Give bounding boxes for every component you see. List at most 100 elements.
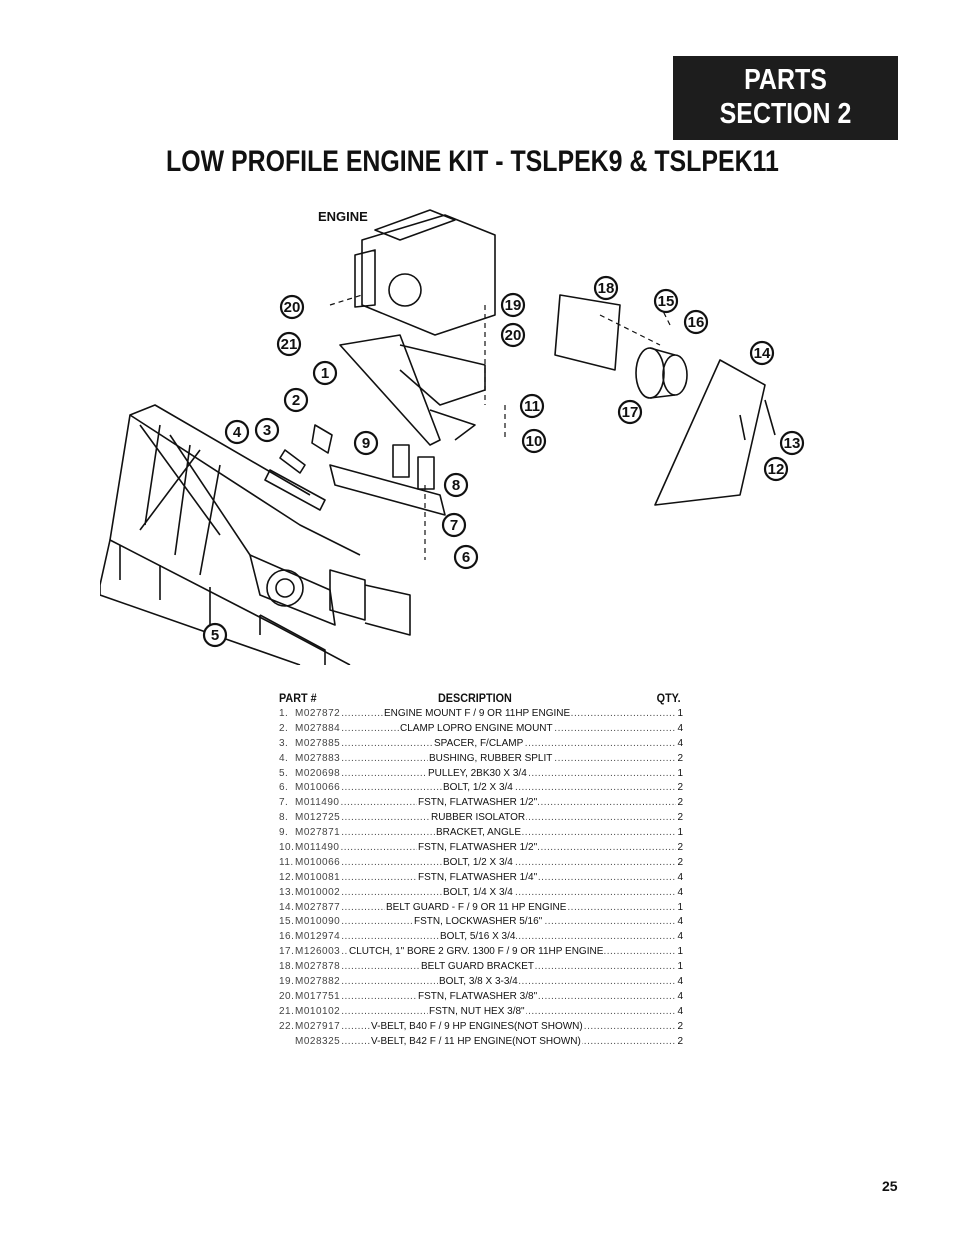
column-header-qty: QTY. [656,691,681,705]
callout-19: 19 [500,292,526,318]
callout-20-right: 20 [500,322,526,348]
part-description: FSTN, FLATWASHER 1/2" [417,841,539,856]
callout-16: 16 [683,309,709,335]
part-number: M027885 [295,737,341,749]
parts-row: 4.M027883...............................… [279,751,683,767]
part-ref: 10.M011490 [279,841,341,856]
part-description: BELT GUARD - F / 9 OR 11 HP ENGINE [385,900,568,916]
belt-guard-hardware [739,399,776,441]
part-description: BUSHING, RUBBER SPLIT [428,751,554,767]
part-number: M011490 [295,797,340,809]
part-ref: 11.M010066 [279,855,342,871]
part-ref: 4.M027883 [279,751,342,767]
part-number: M012725 [295,812,341,824]
part-ref: 12.M010081 [279,870,342,886]
part-ref: M028325 [279,1034,342,1050]
part-ref: 21.M010102 [279,1004,342,1020]
part-ref: 17.M126003 [279,945,342,961]
clutch-body [649,347,676,399]
part-number: M010002 [295,886,341,898]
parts-row: 19.M027882..............................… [279,975,683,990]
part-qty: 1 [676,960,683,976]
belt-guard [654,359,766,506]
part-number: M010066 [295,856,341,868]
parts-list: 1.M027872...............................… [279,707,683,1050]
svg-text:9: 9 [362,435,370,452]
item-number: 8. [279,812,289,824]
pulley-outline [266,569,304,607]
section-header-line2: SECTION 2 [719,98,852,130]
drive-shaft [264,469,326,511]
parts-row: 16.M012974..............................… [279,930,683,946]
parts-row: 14.M027877..............................… [279,900,683,916]
part-qty: 4 [676,721,683,737]
clutch-outer [635,347,665,399]
svg-text:7: 7 [450,517,458,534]
item-number: 6. [279,782,289,794]
callout-7: 7 [441,512,467,538]
frame-top-rail [129,404,311,496]
part-ref: 18.M027878 [279,960,342,976]
part-qty: 2 [676,1034,683,1050]
parts-row: 2.M027884...............................… [279,721,683,737]
assembly-leader-lines [329,294,671,560]
item-number: 7. [279,797,289,809]
frame-lower-rail [100,539,351,665]
parts-table: PART # DESCRIPTION QTY. 1.M027872.......… [279,691,683,1050]
part-description: BRACKET, ANGLE [435,826,523,842]
bushing-part [311,424,333,454]
svg-text:3: 3 [263,422,271,439]
part-ref: 9.M027871 [279,826,342,842]
part-description: SPACER, F/CLAMP [433,736,525,752]
engine-mount-plate [399,344,486,406]
parts-row: 5.M020698...............................… [279,766,683,782]
part-description: BOLT, 5/16 X 3/4 [439,930,517,946]
engine-body [361,214,496,336]
part-ref: 2.M027884 [279,721,342,737]
part-number: M027877 [295,901,341,913]
section-header-line1: PARTS [744,64,827,96]
engine-fuel-tank [374,209,456,241]
svg-text:21: 21 [281,336,298,353]
parts-row: 22.M027917..............................… [279,1019,683,1035]
callout-21: 21 [276,331,302,357]
callout-14: 14 [749,340,775,366]
part-number: M027882 [295,976,341,988]
part-qty: 4 [676,885,683,901]
part-description: BOLT, 1/2 X 3/4 [442,781,514,797]
part-ref: 5.M020698 [279,766,342,782]
part-number: M027883 [295,752,341,764]
angle-bracket [329,464,446,516]
callout-8: 8 [443,472,469,498]
part-qty: 1 [676,826,683,842]
svg-text:13: 13 [784,435,801,452]
svg-text:11: 11 [524,398,540,415]
part-qty: 1 [676,766,683,782]
part-number: M027884 [295,722,341,734]
column-header-part: PART # [279,691,317,705]
part-description: ENGINE MOUNT F / 9 OR 11HP ENGINE [383,707,572,722]
callout-9: 9 [353,430,379,456]
part-ref: 20.M017751 [279,989,342,1005]
part-number: M010102 [295,1005,341,1017]
svg-text:20: 20 [284,299,301,316]
parts-row: 3.M027885...............................… [279,736,683,752]
parts-row: 8.M012725...............................… [279,811,683,827]
part-description: V-BELT, B42 F / 11 HP ENGINE(NOT SHOWN) [370,1034,582,1050]
part-qty: 4 [676,915,683,931]
parts-row: 13.M010002..............................… [279,885,683,901]
part-qty: 2 [676,796,683,812]
part-description: BOLT, 3/8 X 3-3/4 [438,975,519,990]
item-number: 22. [279,1020,295,1032]
clamp-lower-block [259,614,326,665]
item-number: 5. [279,767,289,779]
engine-flywheel [388,273,422,307]
spacer-part [279,449,306,474]
part-description: FSTN, NUT HEX 3/8" [428,1004,526,1020]
svg-text:5: 5 [211,627,219,644]
callout-17: 17 [617,399,643,425]
callout-18: 18 [593,275,619,301]
part-qty: 2 [676,811,683,827]
part-qty: 2 [676,751,683,767]
parts-row: 1.M027872...............................… [279,707,683,722]
